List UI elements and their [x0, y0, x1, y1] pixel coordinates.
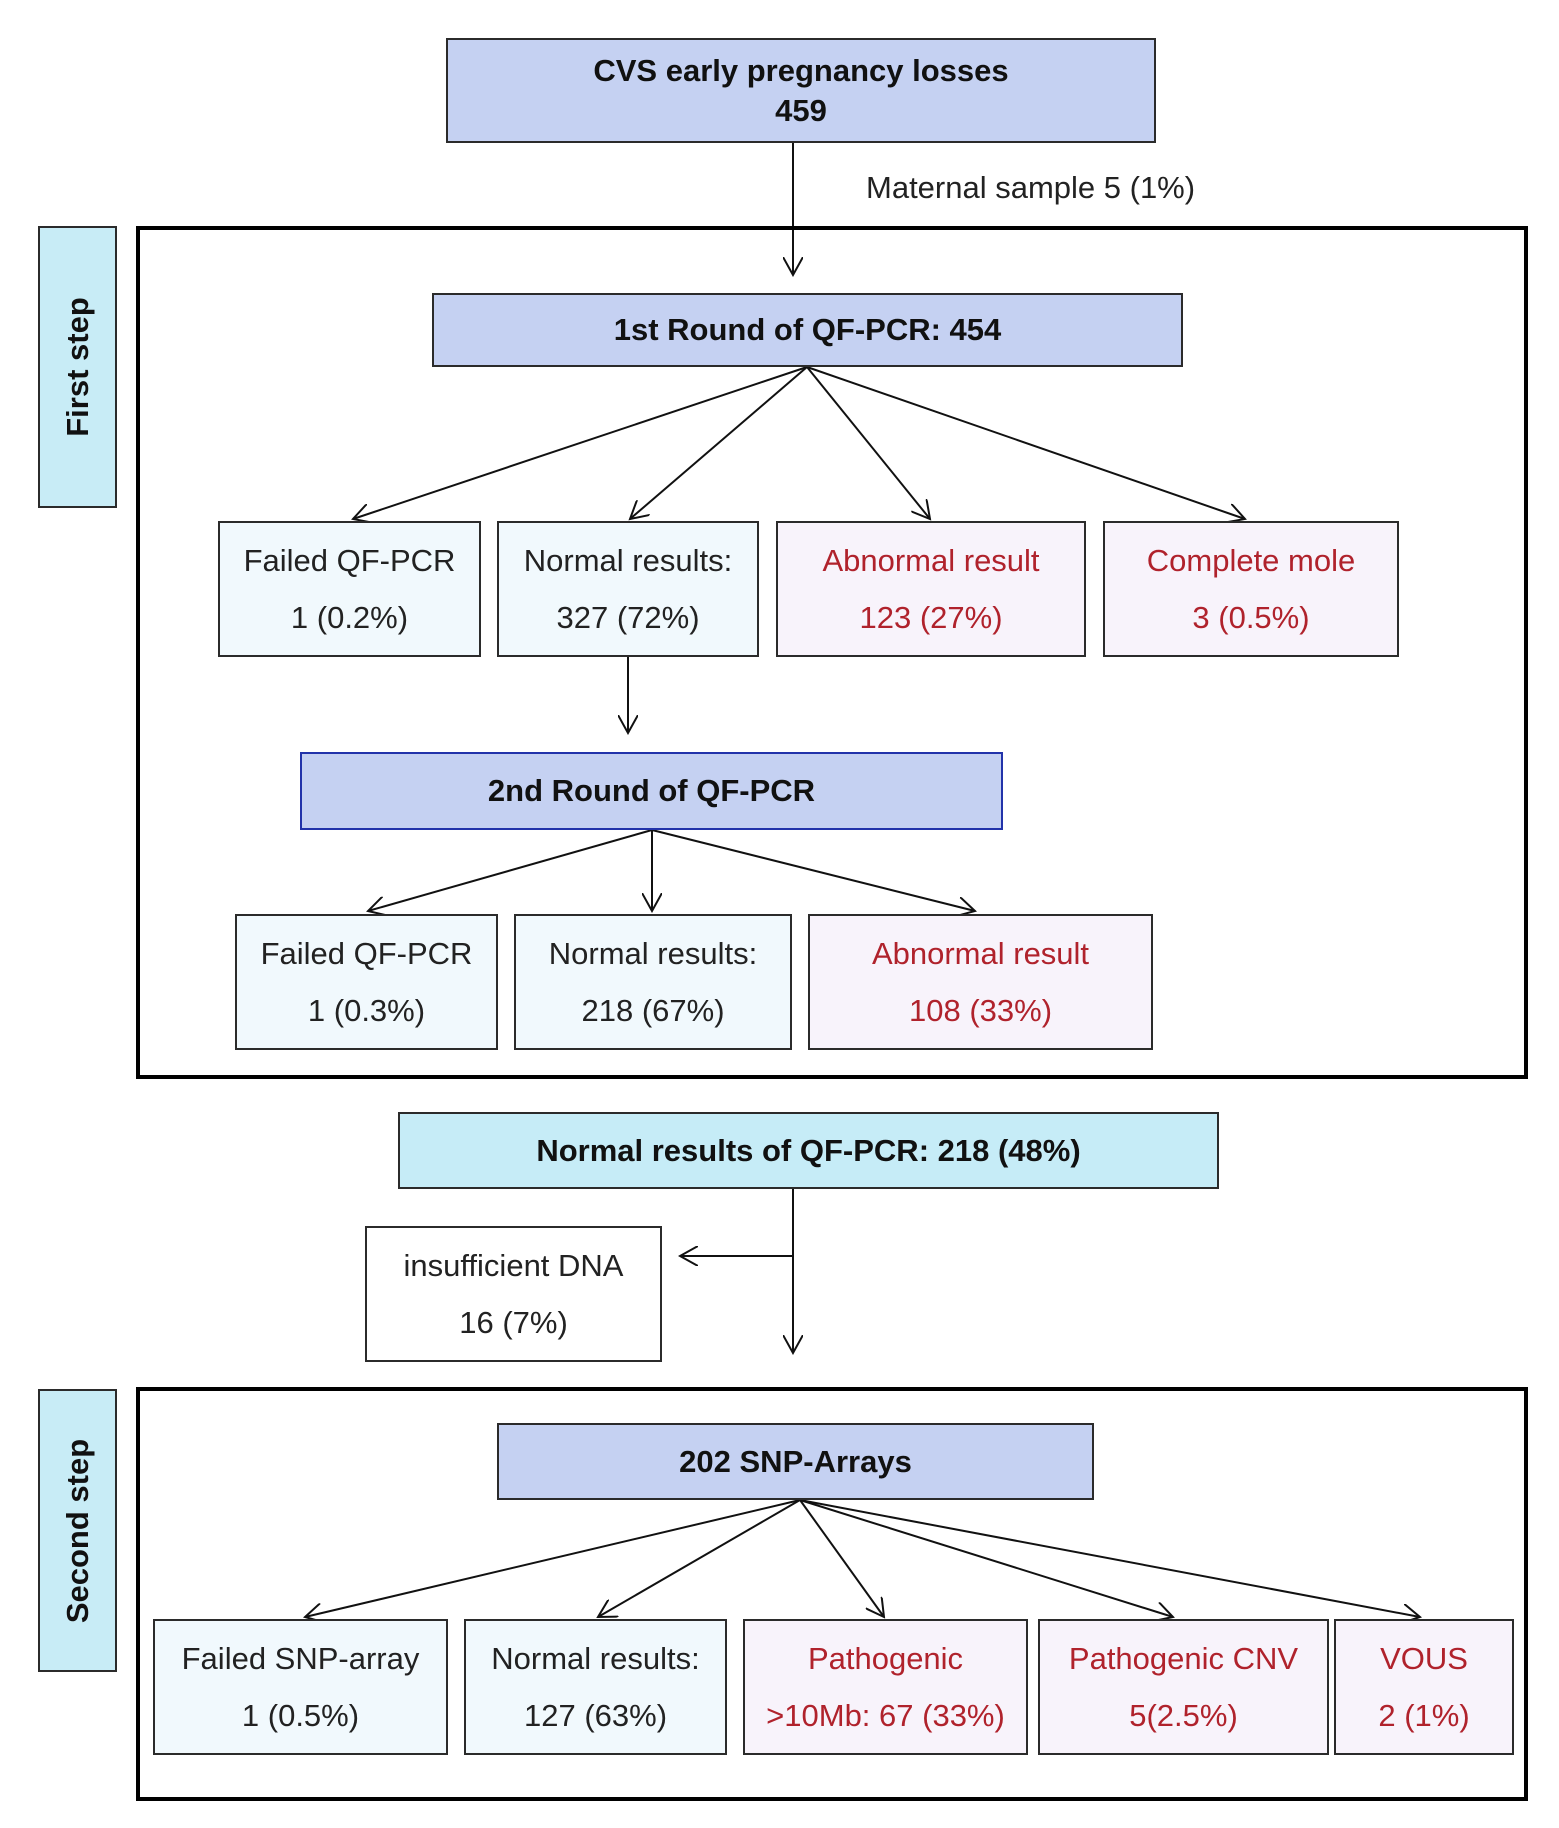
node-label: Pathogenic: [807, 1641, 964, 1676]
round2-failed-node: Failed QF-PCR 1 (0.3%): [235, 914, 498, 1050]
node-value: 1 (0.3%): [307, 993, 426, 1028]
round1-normal-node: Normal results: 327 (72%): [497, 521, 759, 657]
round1-abnormal-node: Abnormal result 123 (27%): [776, 521, 1086, 657]
arrow-round2-failed: [368, 829, 653, 911]
snp-cnv-node: Pathogenic CNV 5(2.5%): [1038, 1619, 1329, 1755]
round1-mole-node: Complete mole 3 (0.5%): [1103, 521, 1399, 657]
arrow-round1-mole: [806, 366, 1245, 519]
arrow-round2-abnormal: [651, 829, 975, 911]
node-label: Failed SNP-array: [181, 1641, 420, 1676]
node-label: Failed QF-PCR: [243, 543, 456, 578]
arrow-arrays-pathogenic: [799, 1499, 884, 1617]
node-value: 218 (67%): [581, 993, 725, 1028]
arrow-round1-normal: [630, 366, 808, 519]
round1-node: 1st Round of QF-PCR: 454: [432, 293, 1183, 367]
top-node-count: 459: [775, 92, 827, 128]
second-step-label: Second step: [38, 1389, 117, 1672]
first-step-frame: [136, 226, 1528, 1079]
top-node-cvs-losses: CVS early pregnancy losses 459: [446, 38, 1156, 143]
node-label: Abnormal result: [822, 543, 1040, 578]
snp-vous-node: VOUS 2 (1%): [1334, 1619, 1514, 1755]
normal-summary-node: Normal results of QF-PCR: 218 (48%): [398, 1112, 1219, 1189]
snp-normal-node: Normal results: 127 (63%): [464, 1619, 727, 1755]
insufficient-dna-node: insufficient DNA 16 (7%): [365, 1226, 662, 1362]
node-value: 108 (33%): [908, 993, 1053, 1028]
snp-pathogenic-node: Pathogenic >10Mb: 67 (33%): [743, 1619, 1028, 1755]
node-value: 1 (0.5%): [241, 1698, 360, 1733]
node-label: Pathogenic CNV: [1068, 1641, 1299, 1676]
round1-failed-node: Failed QF-PCR 1 (0.2%): [218, 521, 481, 657]
round2-abnormal-node: Abnormal result 108 (33%): [808, 914, 1153, 1050]
node-label: Failed QF-PCR: [260, 936, 473, 971]
node-value: 1 (0.2%): [290, 600, 409, 635]
node-label: Normal results:: [548, 936, 758, 971]
node-value: 3 (0.5%): [1192, 600, 1310, 635]
node-value: >10Mb: 67 (33%): [766, 1698, 1005, 1733]
arrow-round1-abnormal: [806, 366, 930, 519]
node-value: 127 (63%): [523, 1698, 668, 1733]
node-label: Normal results:: [523, 543, 733, 578]
node-label: insufficient DNA: [403, 1248, 624, 1283]
node-value: 5(2.5%): [1129, 1698, 1238, 1733]
snp-arrays-node: 202 SNP-Arrays: [497, 1423, 1094, 1500]
arrow-arrays-cnv: [799, 1499, 1173, 1617]
arrow-arrays-vous: [799, 1499, 1420, 1617]
snp-failed-node: Failed SNP-array 1 (0.5%): [153, 1619, 448, 1755]
second-step-frame: [136, 1387, 1528, 1801]
round2-node: 2nd Round of QF-PCR: [300, 752, 1003, 830]
node-value: 327 (72%): [556, 600, 700, 635]
node-value: 2 (1%): [1378, 1698, 1470, 1733]
node-label: Complete mole: [1146, 543, 1356, 578]
top-node-title: CVS early pregnancy losses: [593, 52, 1009, 88]
node-label: Abnormal result: [871, 936, 1090, 971]
arrow-round1-failed: [353, 366, 808, 519]
node-value: 123 (27%): [859, 600, 1003, 635]
node-value: 16 (7%): [459, 1305, 568, 1340]
maternal-sample-note: Maternal sample 5 (1%): [866, 170, 1196, 205]
node-label: VOUS: [1380, 1641, 1468, 1676]
first-step-label: First step: [38, 226, 117, 508]
arrow-arrays-normal: [598, 1499, 801, 1617]
arrow-arrays-failed: [305, 1499, 801, 1617]
round2-normal-node: Normal results: 218 (67%): [514, 914, 792, 1050]
node-label: Normal results:: [491, 1641, 700, 1676]
